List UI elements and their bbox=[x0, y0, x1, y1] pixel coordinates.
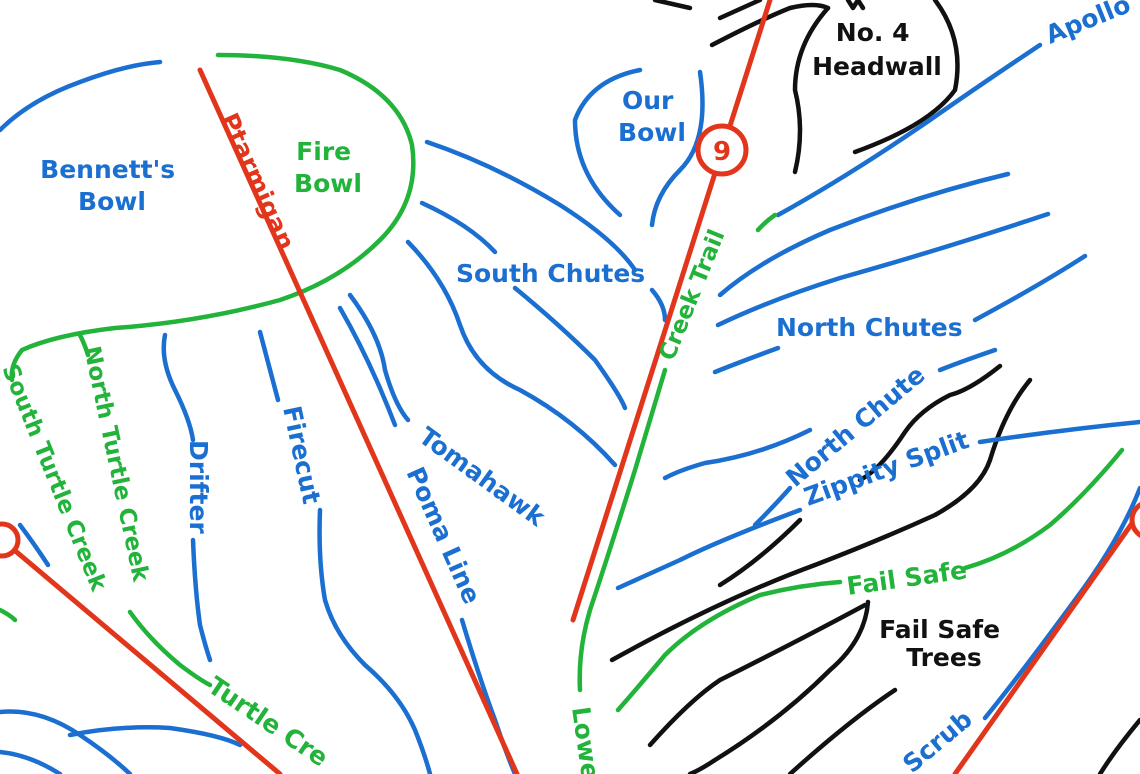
label-lower: Lowe bbox=[566, 705, 605, 774]
blue-trail-our-bowl-right[interactable] bbox=[649, 69, 705, 228]
label-ptarmigan: Ptarmigan bbox=[215, 109, 301, 255]
blue-trail-south-chutes-3[interactable] bbox=[512, 285, 628, 411]
blue-trail-north-chute-lower[interactable] bbox=[752, 485, 793, 528]
black-trail-mid-2[interactable] bbox=[609, 377, 1033, 663]
black-trail-top-3[interactable] bbox=[709, 2, 831, 48]
blue-trail-zippity-split-upper[interactable] bbox=[977, 419, 1140, 445]
blue-trail-south-chutes-1[interactable] bbox=[424, 139, 638, 273]
blue-trail-tomahawk-2[interactable] bbox=[347, 292, 411, 423]
blue-trail-zippity-split-lower[interactable] bbox=[615, 507, 803, 591]
label-bennetts-bowl: Bennett's Bowl bbox=[40, 155, 184, 216]
blue-trail-south-turtle-stub[interactable] bbox=[17, 522, 51, 568]
blue-trail-bennetts-top[interactable] bbox=[0, 59, 163, 133]
lift-badge-right-edge[interactable] bbox=[1129, 502, 1140, 538]
green-trail-north-turtle-creek[interactable] bbox=[77, 332, 91, 358]
black-trail-headwall-left[interactable] bbox=[792, 5, 831, 175]
green-trail-north-turtle-creek-lower[interactable] bbox=[127, 609, 213, 688]
label-fire-bowl: Fire Bowl bbox=[294, 137, 362, 198]
blue-trail-south-chutes-1b[interactable] bbox=[649, 287, 668, 323]
lift-9-badge[interactable]: 9 bbox=[695, 123, 749, 177]
black-trail-top-1[interactable] bbox=[652, 0, 693, 11]
green-trail-creek-trail[interactable] bbox=[577, 212, 778, 693]
black-trail-mid-1[interactable] bbox=[857, 363, 1003, 483]
black-trail-failsafe-1[interactable] bbox=[647, 602, 868, 748]
green-trail-south-turtle-creek-lower[interactable] bbox=[0, 607, 18, 623]
lift-9-badge-ring bbox=[695, 123, 749, 177]
blue-trail-north-chutes-2[interactable] bbox=[715, 211, 1051, 328]
blue-trail-firecut[interactable] bbox=[257, 329, 433, 774]
label-scrub: Scrub bbox=[897, 704, 978, 774]
label-apollo: Apollo bbox=[1041, 0, 1134, 50]
blue-trail-north-chutes-3[interactable] bbox=[972, 253, 1088, 323]
black-trail-headwall-marker bbox=[845, 0, 866, 11]
blue-trail-south-chutes-2[interactable] bbox=[419, 200, 498, 255]
label-north-chutes: North Chutes bbox=[776, 313, 963, 342]
blue-trail-apollo[interactable] bbox=[775, 42, 1043, 218]
black-trail-failsafe-4[interactable] bbox=[1097, 717, 1140, 774]
blue-trails bbox=[0, 42, 1140, 774]
black-trail-failsafe-2[interactable] bbox=[687, 599, 871, 774]
label-south-chutes: South Chutes bbox=[456, 259, 645, 288]
green-trails bbox=[0, 52, 1125, 713]
blue-trail-our-bowl-left[interactable] bbox=[572, 67, 643, 218]
lift-line-right[interactable] bbox=[952, 509, 1140, 774]
black-trail-failsafe-3[interactable] bbox=[787, 687, 898, 774]
lift-line-ptarmigan[interactable] bbox=[197, 67, 520, 774]
label-fail-safe-trees: Fail Safe Trees bbox=[879, 615, 1009, 672]
label-no4-headwall: No. 4 Headwall bbox=[812, 18, 942, 81]
lift-line-9[interactable] bbox=[570, 0, 773, 623]
blue-trail-north-chutes-4[interactable] bbox=[712, 345, 781, 375]
lift-badge-left-edge[interactable] bbox=[0, 521, 21, 559]
blue-trail-scrub[interactable] bbox=[982, 485, 1140, 721]
blue-trail-drifter[interactable] bbox=[161, 332, 213, 663]
blue-trail-bottom-left-3[interactable] bbox=[0, 749, 63, 774]
black-trail-top-2[interactable] bbox=[717, 0, 763, 21]
lift-9-number: 9 bbox=[713, 137, 731, 167]
blue-trail-north-chute[interactable] bbox=[662, 347, 998, 481]
blue-trail-bottom-left-1[interactable] bbox=[0, 709, 133, 774]
label-drifter: Drifter bbox=[184, 440, 213, 534]
black-trails bbox=[609, 0, 1140, 774]
blue-trail-tomahawk-1[interactable] bbox=[337, 305, 398, 428]
lift-line-turtle[interactable] bbox=[0, 535, 283, 774]
black-trail-mid-3[interactable] bbox=[717, 517, 803, 588]
blue-trail-north-chutes-1[interactable] bbox=[717, 171, 1011, 298]
green-trail-fire-bowl[interactable] bbox=[9, 52, 416, 383]
blue-trail-bottom-left-2[interactable] bbox=[67, 725, 243, 748]
label-our-bowl: Our Bowl bbox=[618, 86, 686, 147]
label-fail-safe: Fail Safe bbox=[845, 555, 969, 601]
black-trail-headwall-right[interactable] bbox=[852, 0, 960, 155]
blue-trail-south-chutes-4[interactable] bbox=[405, 239, 618, 468]
green-trail-fail-safe[interactable] bbox=[615, 447, 1125, 713]
label-firecut: Firecut bbox=[277, 403, 326, 506]
label-turtle-creek: Turtle Cre bbox=[203, 671, 334, 772]
